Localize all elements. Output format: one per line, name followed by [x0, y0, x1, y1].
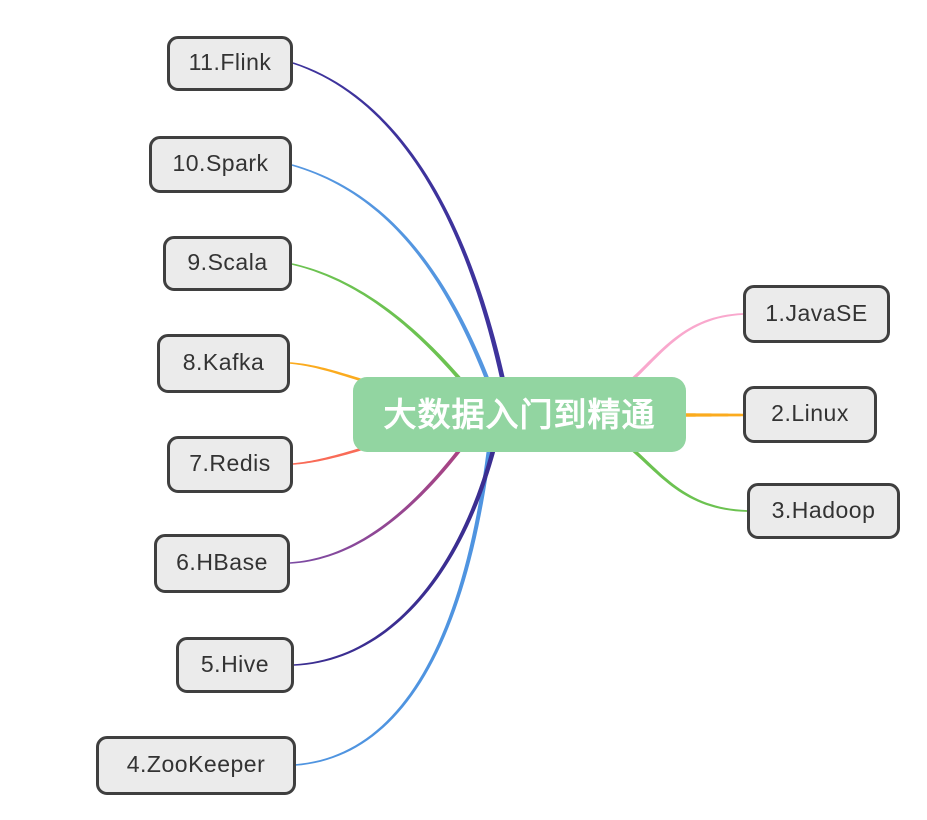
child-node-spark[interactable]: 10.Spark	[149, 136, 292, 193]
child-node-label: 3.Hadoop	[771, 496, 876, 523]
child-node-redis[interactable]: 7.Redis	[167, 436, 293, 493]
root-topic-label: 大数据入门到精通	[383, 396, 656, 433]
child-node-label: 6.HBase	[176, 549, 268, 575]
child-node-javase[interactable]: 1.JavaSE	[743, 285, 890, 343]
child-node-label: 5.Hive	[200, 650, 270, 677]
child-node-label: 10.Spark	[172, 150, 269, 176]
child-node-zookeeper[interactable]: 4.ZooKeeper	[96, 736, 296, 795]
child-node-label: 2.Linux	[771, 400, 849, 426]
branch-zookeeper	[294, 424, 495, 766]
root-topic-node[interactable]: 大数据入门到精通	[353, 377, 686, 452]
child-node-flink[interactable]: 11.Flink	[167, 36, 293, 91]
branch-spark	[291, 164, 501, 409]
child-node-label: 4.ZooKeeper	[126, 751, 266, 777]
child-node-hadoop[interactable]: 3.Hadoop	[747, 483, 900, 539]
child-node-hbase[interactable]: 6.HBase	[154, 534, 290, 593]
child-node-label: 7.Redis	[189, 450, 271, 476]
child-node-hive[interactable]: 5.Hive	[176, 637, 294, 693]
child-node-label: 1.JavaSE	[765, 299, 868, 326]
child-node-label: 9.Scala	[187, 249, 268, 275]
child-node-kafka[interactable]: 8.Kafka	[157, 334, 290, 393]
child-node-label: 11.Flink	[188, 49, 272, 75]
child-node-label: 8.Kafka	[182, 349, 265, 375]
child-node-scala[interactable]: 9.Scala	[163, 236, 292, 291]
child-node-linux[interactable]: 2.Linux	[743, 386, 877, 443]
